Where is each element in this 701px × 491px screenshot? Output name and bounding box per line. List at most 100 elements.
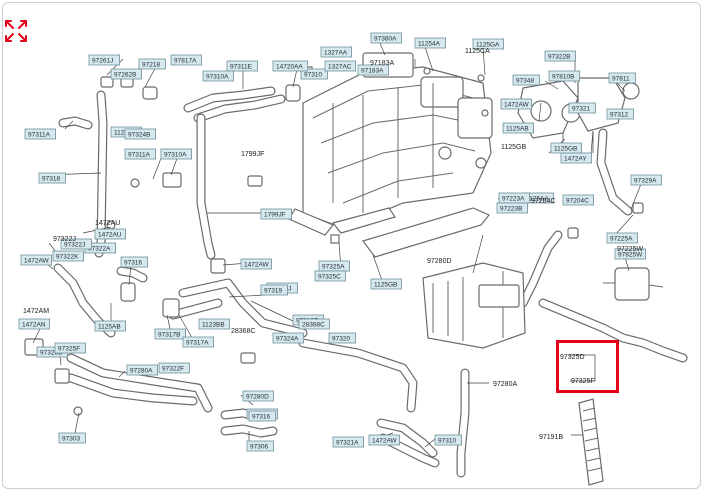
callout-label: 97223B xyxy=(496,202,529,214)
callout-label: 1327AA xyxy=(320,46,353,58)
callout-label: 97329A xyxy=(630,174,663,186)
callout-label: 1472AN xyxy=(18,318,51,330)
callout-label: 97817A xyxy=(170,54,203,66)
callout-text: 97348 xyxy=(516,78,534,85)
callout-text: 97318 xyxy=(42,176,60,183)
callout-text: 1123BB xyxy=(202,322,225,329)
callout-label: 97325C xyxy=(314,270,347,282)
callout-text: 97311A xyxy=(28,132,51,139)
hvac-module xyxy=(302,52,493,229)
callout-label: 97317A xyxy=(182,336,215,348)
callout-text: 97325F xyxy=(58,346,80,353)
callout-text: 28368C xyxy=(302,322,325,329)
callout-label: 1125GB xyxy=(550,142,583,154)
callout-label: 1123BB xyxy=(198,318,231,330)
callout-text: 1472AW xyxy=(504,102,530,109)
callout-text: 97325A xyxy=(322,264,345,271)
callout-label: 1125GA xyxy=(472,38,505,50)
callout-label: 97303 xyxy=(58,432,86,444)
callout-text: 97311A xyxy=(128,152,151,159)
callout-label: 1472AW xyxy=(500,98,533,110)
callout-text: 97825W xyxy=(618,252,643,259)
plain-label: 1125CA xyxy=(465,48,490,55)
callout-text: 97320 xyxy=(332,336,350,343)
callout-text: 1125AA xyxy=(526,196,549,203)
callout-label: 97312 xyxy=(606,108,634,120)
callout-text: 97811 xyxy=(612,76,630,83)
callout-text: 97280A xyxy=(130,368,153,375)
callout-text: 97223B xyxy=(500,206,522,213)
callout-label: 11254A xyxy=(414,37,447,49)
callout-text: 97280D xyxy=(246,394,269,401)
callout-text: 97325D xyxy=(40,350,63,357)
callout-text: 97310 xyxy=(438,438,456,445)
callout-text: 11254A xyxy=(418,41,441,48)
heater-unit xyxy=(422,262,526,349)
callout-label: 28368C xyxy=(298,318,331,330)
callout-text: 1125GB xyxy=(374,282,397,289)
callout-text: 97321 xyxy=(572,106,590,113)
plain-label: 97325F xyxy=(571,378,595,385)
callout-label: 1125AB xyxy=(502,122,535,134)
callout-label: 97204C xyxy=(562,194,595,206)
callout-label: 1472AY xyxy=(560,152,593,164)
callout-text: 97324B xyxy=(128,132,150,139)
callout-label: 1327AC xyxy=(324,60,357,72)
callout-label: 97316 xyxy=(248,410,276,422)
callout-label: 97310A xyxy=(160,148,193,160)
callout-label: 97223A xyxy=(498,192,531,204)
callout-label: 97322K xyxy=(52,250,85,262)
callout-text: 1472AW xyxy=(244,262,270,269)
callout-label: 97321 xyxy=(568,102,596,114)
callout-label: 1799JF xyxy=(260,208,293,220)
callout-label: 1472AW xyxy=(240,258,273,270)
callout-label: 1472AU xyxy=(94,228,127,240)
callout-label: 97306 xyxy=(246,440,274,452)
callout-text: 97223A xyxy=(502,196,525,203)
callout-label: 97218 xyxy=(138,58,166,70)
callout-text: 1472AN xyxy=(22,322,46,329)
plain-label: 97191B xyxy=(539,434,563,441)
callout-label: 97318 xyxy=(38,172,66,184)
callout-text: 1472AY xyxy=(564,156,587,163)
callout-text: 97183A xyxy=(361,68,384,75)
callout-text: 1327AA xyxy=(324,50,348,57)
callout-text: 97322A xyxy=(88,246,111,253)
callout-text: 97316 xyxy=(252,414,270,421)
callout-text: 97322J xyxy=(64,242,85,249)
callout-text: 97225A xyxy=(610,236,633,243)
plain-label: 97325D xyxy=(560,354,585,361)
callout-label: 97311E xyxy=(226,60,259,72)
callout-label: 97810B xyxy=(548,70,581,82)
callout-label: 97380A xyxy=(370,32,403,44)
plain-label: 28368C xyxy=(231,328,256,335)
callout-text: 97317A xyxy=(186,340,209,347)
callout-text: 97310A xyxy=(164,152,187,159)
callout-label: 97310 xyxy=(300,68,328,80)
callout-text: 1125AB xyxy=(98,324,121,331)
plain-label: 1472AU xyxy=(95,220,120,227)
plain-label: 97183A xyxy=(370,60,394,67)
callout-text: 1125GB xyxy=(554,146,577,153)
callout-label: 97325F xyxy=(54,342,87,354)
callout-text: 97322K xyxy=(56,254,79,261)
callout-text: 14720AA xyxy=(276,64,303,71)
callout-label: 97310 xyxy=(434,434,462,446)
callout-text: 1327AC xyxy=(328,64,352,71)
callout-text: 97324A xyxy=(276,336,299,343)
callout-text: 1125AB xyxy=(506,126,529,133)
fasteners xyxy=(24,66,644,416)
parts-diagram: 97261J97262B9721897817A1125AA97311A97311… xyxy=(18,32,688,486)
callout-label: 97320 xyxy=(328,332,356,344)
callout-text: 97310A xyxy=(206,74,229,81)
expand-arrows-icon[interactable] xyxy=(3,18,29,44)
callout-text: 1799JF xyxy=(264,212,286,219)
plain-label: 97322J xyxy=(53,236,76,243)
callout-text: 1472AU xyxy=(98,232,122,239)
callout-label: 97324A xyxy=(272,332,305,344)
callout-label: 97825W xyxy=(614,248,647,260)
plain-label: 1125GB xyxy=(501,144,526,151)
callout-text: 97810B xyxy=(552,74,574,81)
callout-label: 97348 xyxy=(512,74,540,86)
callout-label: 97321A xyxy=(332,436,365,448)
